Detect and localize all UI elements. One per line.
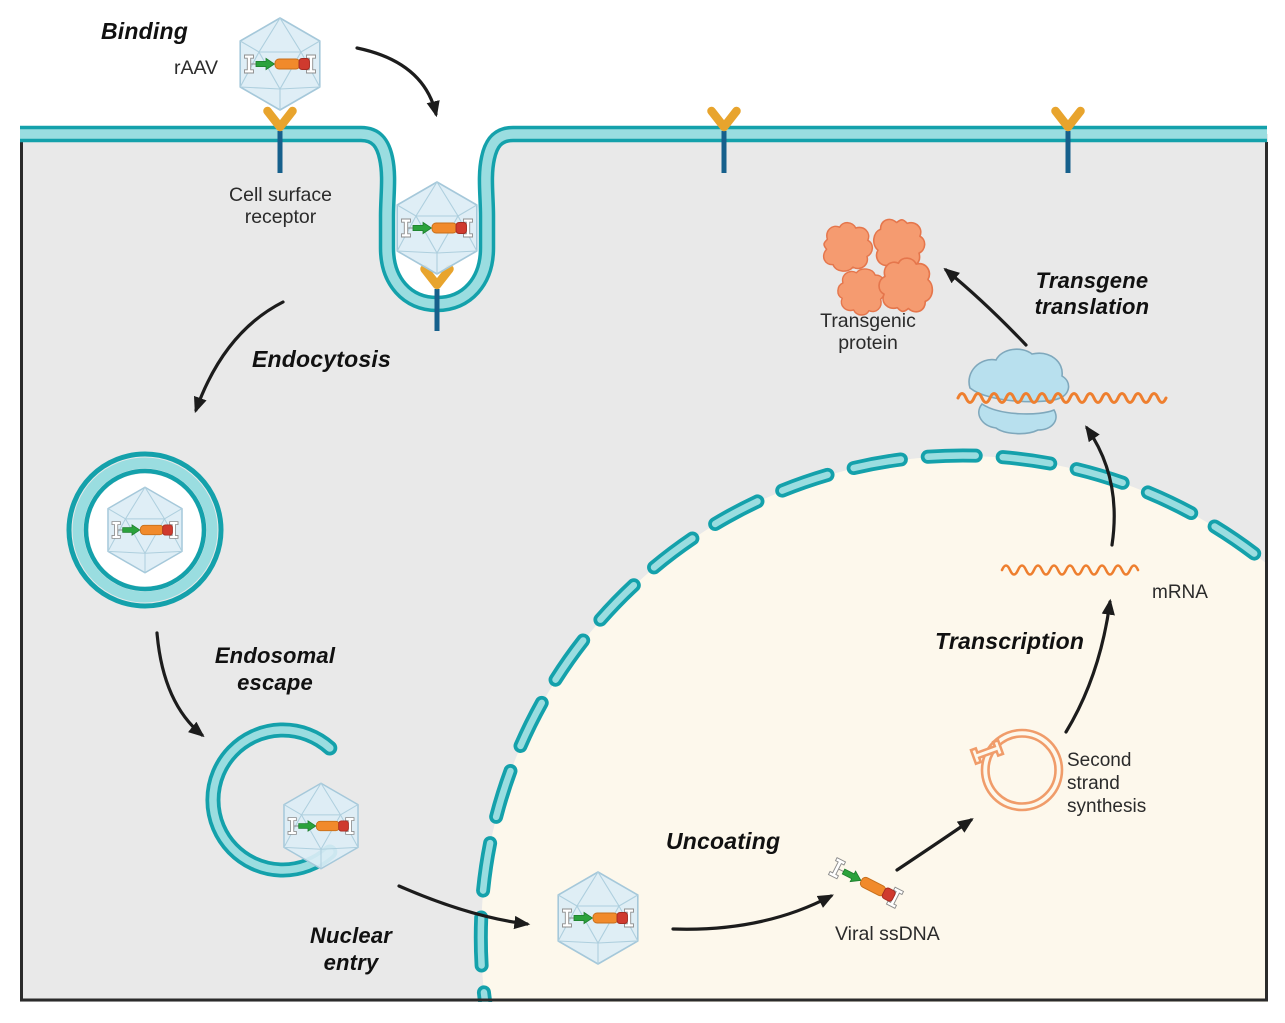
process-arrow: [155, 631, 205, 738]
broken-endosome-icon: [205, 722, 338, 878]
transgenic-protein-label: Transgenic protein: [820, 310, 916, 354]
viral-ssdna-label: Viral ssDNA: [835, 923, 940, 945]
episome-icon: [969, 728, 1064, 812]
endosomal-escape-label: Endosomal escape: [214, 643, 336, 695]
binding-label: Binding: [101, 18, 188, 44]
nucleus-region: [481, 456, 1268, 1002]
transgene-translation-label: Transgene translation: [1034, 268, 1150, 319]
mrna-icon: [956, 392, 1168, 404]
nuclear-entry-label: Nuclear entry: [309, 923, 393, 975]
second-strand-synthesis-label: Second strand synthesis: [1067, 750, 1147, 817]
uncoating-label: Uncoating: [666, 828, 781, 854]
raav-capsid-icon: [240, 18, 320, 110]
process-arrow: [895, 818, 974, 872]
mrna-icon: [1000, 564, 1140, 576]
process-arrow: [671, 894, 834, 931]
endocytosis-label: Endocytosis: [252, 346, 391, 372]
nuclear-envelope-icon: [473, 448, 1268, 1002]
process-arrow: [194, 300, 285, 414]
transcription-label: Transcription: [935, 628, 1085, 654]
process-arrow: [355, 46, 440, 118]
process-arrow: [943, 267, 1028, 347]
ribosome-icon: [956, 348, 1168, 435]
raav-label: rAAV: [174, 57, 219, 79]
process-arrow: [397, 884, 531, 930]
process-arrow: [1064, 598, 1115, 734]
mrna-label: mRNA: [1152, 582, 1208, 603]
cell-border: [20, 140, 1268, 1002]
process-arrow: [1085, 425, 1116, 547]
cell-surface-receptor-label: Cell surface receptor: [229, 184, 332, 228]
endosome-icon: [66, 451, 224, 609]
